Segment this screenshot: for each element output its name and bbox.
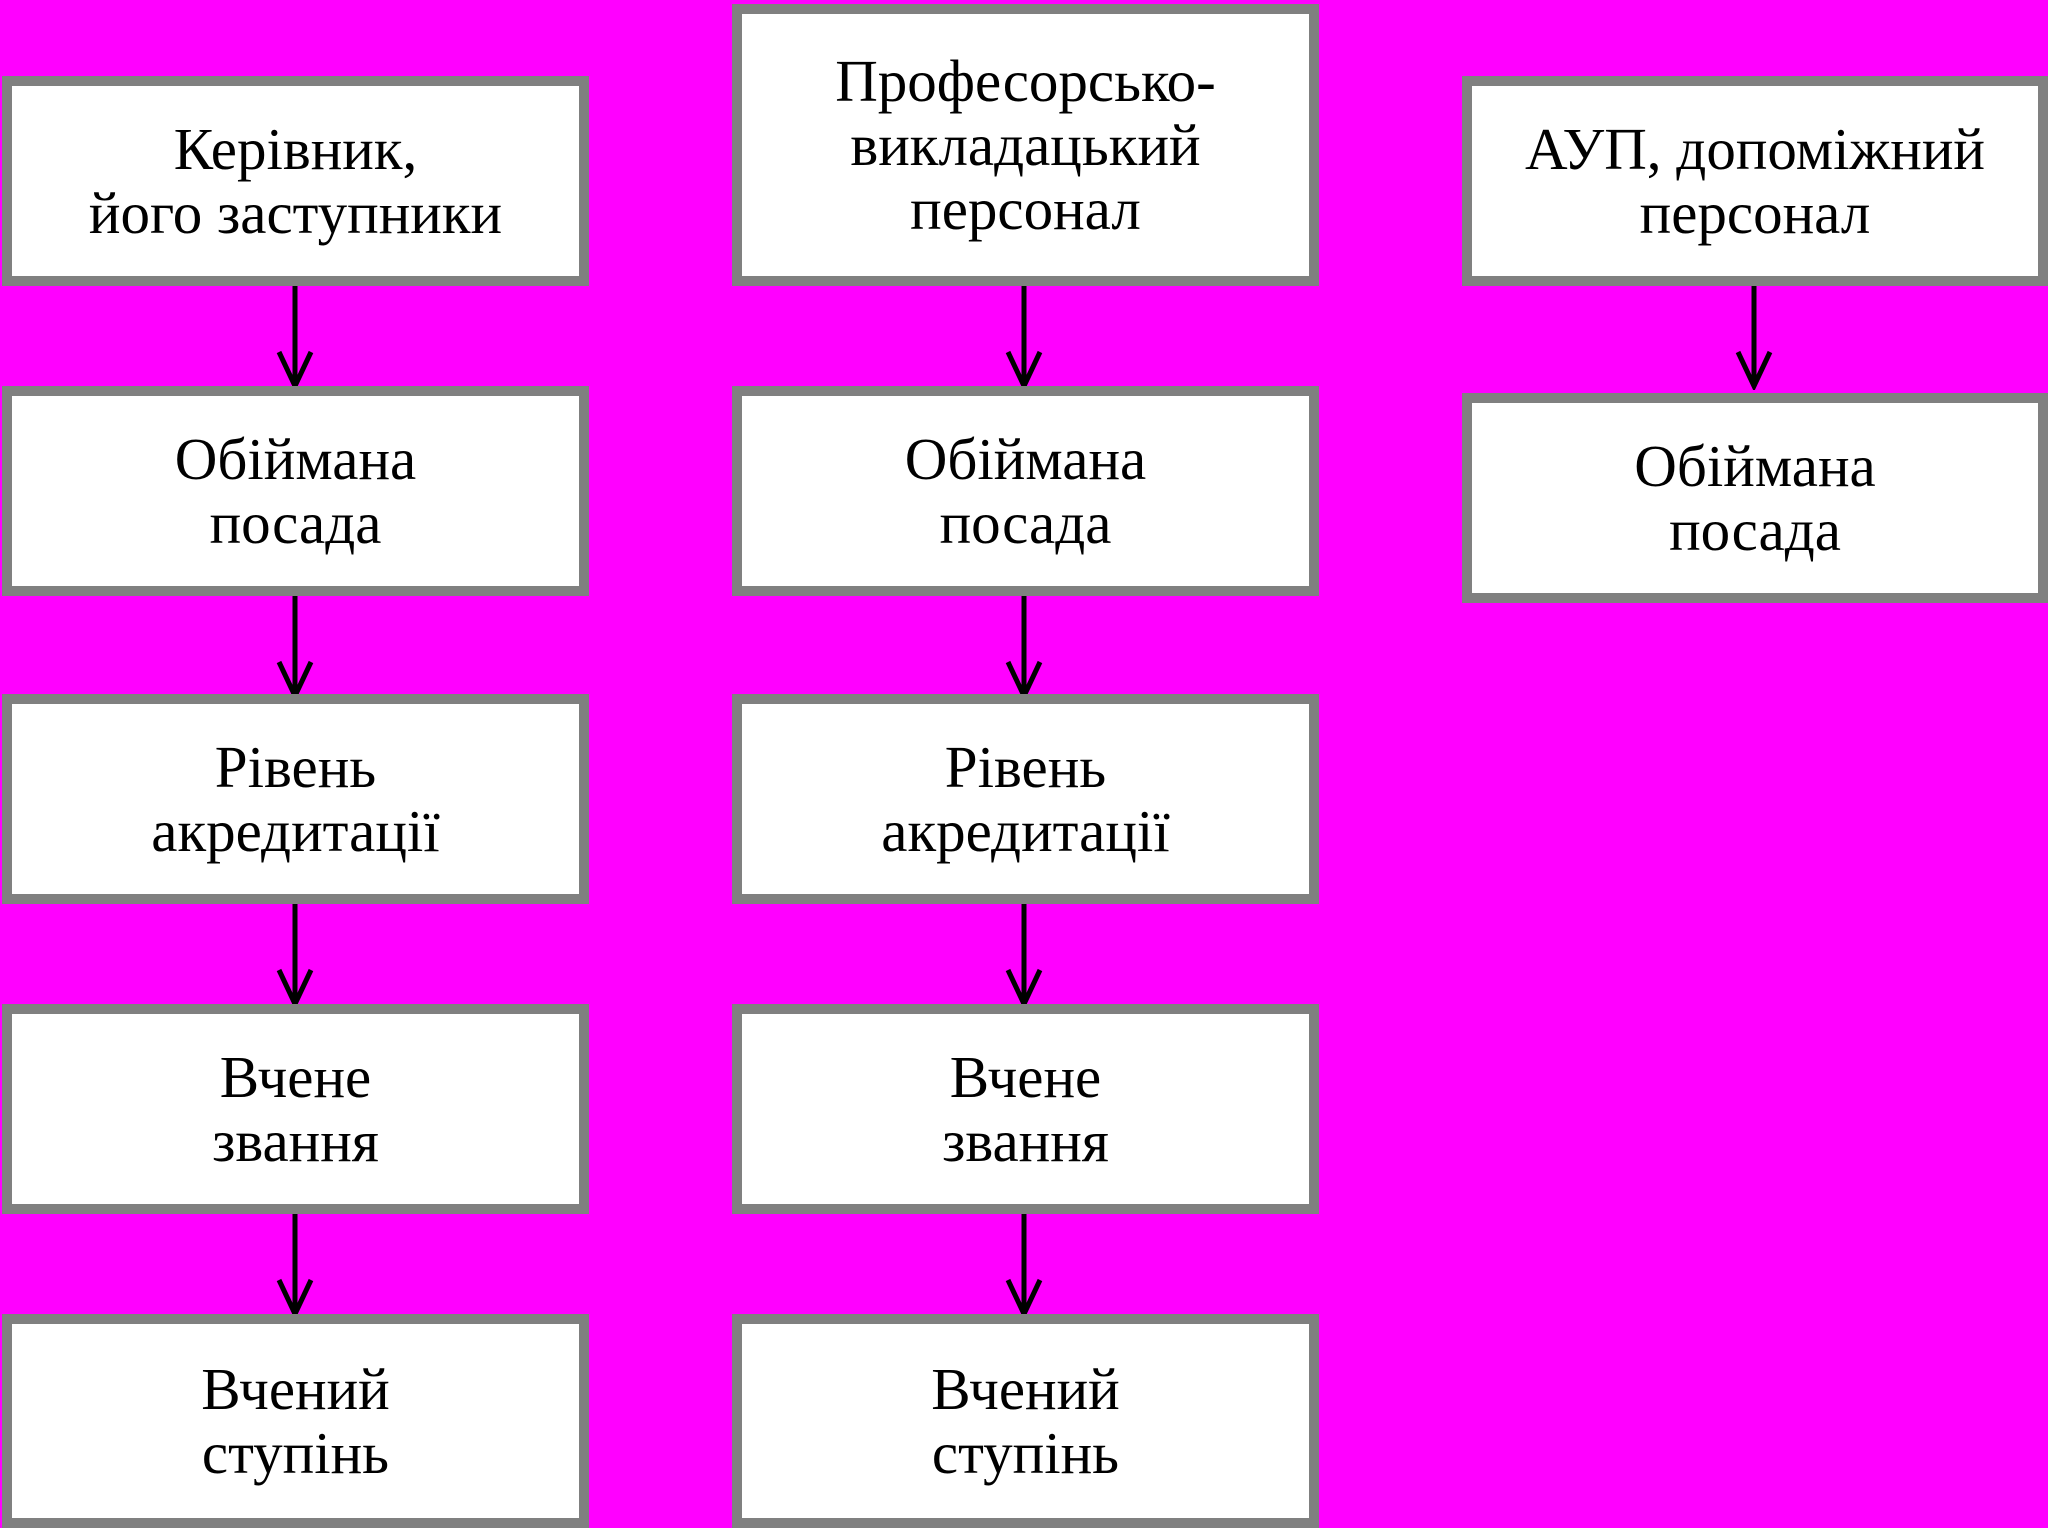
node-staff-position: Обіймана посада — [1462, 393, 2048, 603]
node-staff-header: АУП, допоміжний персонал — [1462, 76, 2048, 286]
arrow-icon — [275, 286, 315, 390]
node-leader-academic-degree: Вчений ступінь — [2, 1314, 589, 1528]
arrow-icon — [275, 1214, 315, 1318]
arrow-icon — [1004, 1214, 1044, 1318]
arrow-icon — [1004, 904, 1044, 1008]
node-leader-header-label: Керівник, його заступники — [88, 116, 503, 246]
arrow-icon — [1734, 286, 1774, 390]
node-leader-position: Обіймана посада — [2, 386, 589, 596]
node-faculty-academic-title-label: Вчене звання — [942, 1044, 1109, 1174]
arrow-icon — [275, 904, 315, 1008]
node-leader-accreditation: Рівень акредитації — [2, 694, 589, 904]
node-staff-position-label: Обіймана посада — [1634, 433, 1876, 563]
node-leader-academic-title-label: Вчене звання — [212, 1044, 379, 1174]
node-faculty-academic-title: Вчене звання — [732, 1004, 1319, 1214]
node-faculty-academic-degree: Вчений ступінь — [732, 1314, 1319, 1528]
node-staff-header-label: АУП, допоміжний персонал — [1525, 116, 1985, 246]
node-faculty-position-label: Обіймана посада — [904, 426, 1147, 556]
node-faculty-header-label: Професорсько- викладацький персонал — [835, 48, 1216, 242]
arrow-icon — [1004, 286, 1044, 390]
node-faculty-position: Обіймана посада — [732, 386, 1319, 596]
arrow-icon — [1004, 596, 1044, 700]
node-faculty-accreditation: Рівень акредитації — [732, 694, 1319, 904]
node-leader-academic-title: Вчене звання — [2, 1004, 589, 1214]
node-faculty-academic-degree-label: Вчений ступінь — [931, 1356, 1120, 1486]
node-leader-academic-degree-label: Вчений ступінь — [201, 1356, 390, 1486]
node-leader-accreditation-label: Рівень акредитації — [151, 734, 440, 864]
arrow-icon — [275, 596, 315, 700]
node-faculty-header: Професорсько- викладацький персонал — [732, 4, 1319, 286]
node-faculty-accreditation-label: Рівень акредитації — [881, 734, 1170, 864]
node-leader-header: Керівник, його заступники — [2, 76, 589, 286]
node-leader-position-label: Обіймана посада — [174, 426, 417, 556]
